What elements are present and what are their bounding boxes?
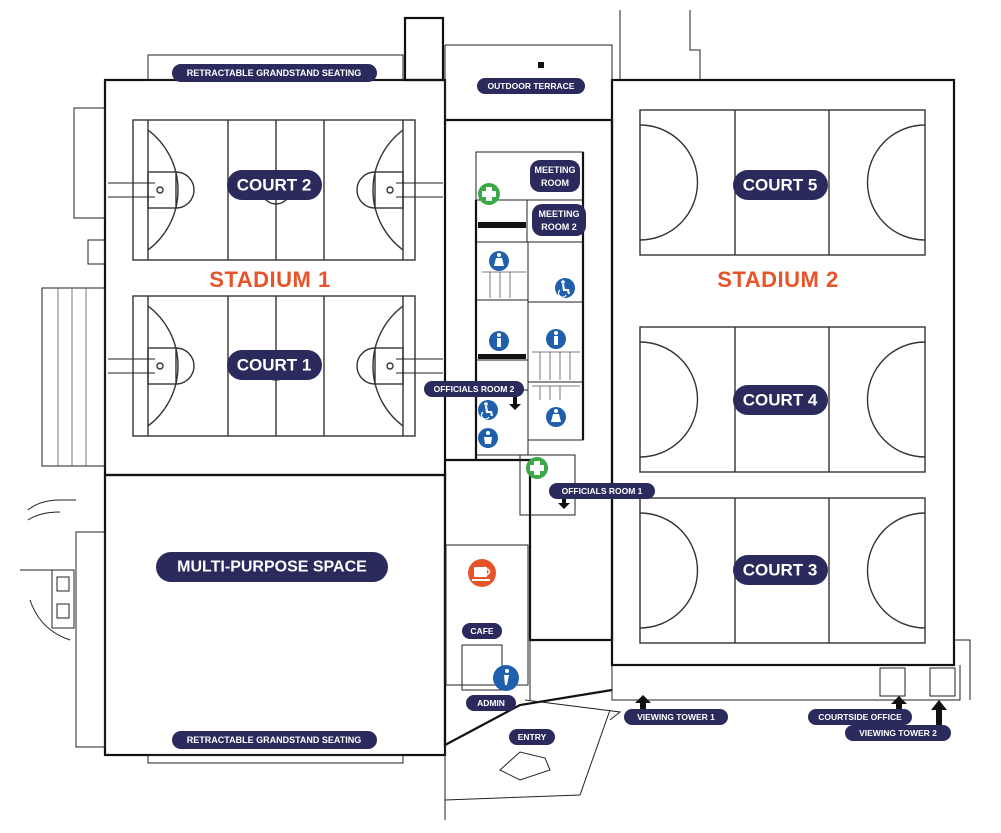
officials-room-2-label-group: OFFICIALS ROOM 2 xyxy=(424,381,524,410)
court-4-label: COURT 4 xyxy=(743,391,818,410)
entry-label: ENTRY xyxy=(518,732,547,742)
accessible-toilet-icon xyxy=(555,278,575,298)
accessible-toilet-icon xyxy=(478,400,498,420)
stadium-2-label: STADIUM 2 xyxy=(717,267,838,292)
officials-room-1-label-group: OFFICIALS ROOM 1 xyxy=(549,483,655,509)
court-1-label-group: COURT 1 xyxy=(227,350,322,380)
grandstand-top-label: RETRACTABLE GRANDSTAND SEATING xyxy=(187,68,362,78)
outdoor-terrace-label: OUTDOOR TERRACE xyxy=(488,81,575,91)
court-2-label-group: COURT 2 xyxy=(227,170,322,200)
baby-change-icon xyxy=(478,428,498,448)
cafe-label: CAFE xyxy=(470,626,493,636)
meeting-room-2-label-group: MEETING ROOM 2 xyxy=(532,204,586,236)
multi-purpose-label-group: MULTI-PURPOSE SPACE xyxy=(156,552,388,582)
first-aid-icon xyxy=(526,457,548,479)
meeting-room-2-label-line1: MEETING xyxy=(538,209,579,219)
female-toilet-icon xyxy=(489,251,509,271)
officials-room-2-label: OFFICIALS ROOM 2 xyxy=(434,384,515,394)
information-icon xyxy=(493,665,519,691)
male-toilet-icon xyxy=(546,329,566,349)
viewing-tower-1-label: VIEWING TOWER 1 xyxy=(637,712,715,722)
courtside-office-label-group: COURTSIDE OFFICE xyxy=(808,696,912,725)
court-5-label: COURT 5 xyxy=(743,176,818,195)
court-3-label-group: COURT 3 xyxy=(733,555,828,585)
building-walls xyxy=(20,10,971,820)
courtside-office-label: COURTSIDE OFFICE xyxy=(818,712,902,722)
cafe-label-group: CAFE xyxy=(462,623,502,639)
meeting-room-label-group: MEETING ROOM xyxy=(530,160,580,192)
female-toilet-icon xyxy=(546,407,566,427)
admin-label: ADMIN xyxy=(477,698,505,708)
stadium-1-courts xyxy=(108,119,443,437)
court-3-label: COURT 3 xyxy=(743,561,818,580)
meeting-room-label-line1: MEETING xyxy=(534,165,575,175)
grandstand-top-label-group: RETRACTABLE GRANDSTAND SEATING xyxy=(172,64,377,82)
court-4-label-group: COURT 4 xyxy=(733,385,828,415)
male-toilet-icon xyxy=(489,331,509,351)
stadium-1-label: STADIUM 1 xyxy=(209,267,330,292)
court-1-label: COURT 1 xyxy=(237,356,312,375)
officials-room-1-label: OFFICIALS ROOM 1 xyxy=(562,486,643,496)
viewing-tower-2-label-group: VIEWING TOWER 2 xyxy=(845,700,951,741)
grandstand-bottom-label: RETRACTABLE GRANDSTAND SEATING xyxy=(187,735,362,745)
grandstand-bottom-label-group: RETRACTABLE GRANDSTAND SEATING xyxy=(172,731,377,749)
entry-label-group: ENTRY xyxy=(509,729,555,745)
cafe-icon xyxy=(468,559,496,587)
multi-purpose-label: MULTI-PURPOSE SPACE xyxy=(177,559,367,576)
meeting-room-2-label-line2: ROOM 2 xyxy=(541,222,577,232)
viewing-tower-1-label-group: VIEWING TOWER 1 xyxy=(624,695,728,725)
court-5-label-group: COURT 5 xyxy=(733,170,828,200)
first-aid-icon xyxy=(478,183,500,205)
outdoor-terrace-label-group: OUTDOOR TERRACE xyxy=(477,78,585,94)
admin-label-group: ADMIN xyxy=(466,695,516,711)
meeting-room-label-line2: ROOM xyxy=(541,178,569,188)
court-2-label: COURT 2 xyxy=(237,176,312,195)
viewing-tower-2-label: VIEWING TOWER 2 xyxy=(859,728,937,738)
